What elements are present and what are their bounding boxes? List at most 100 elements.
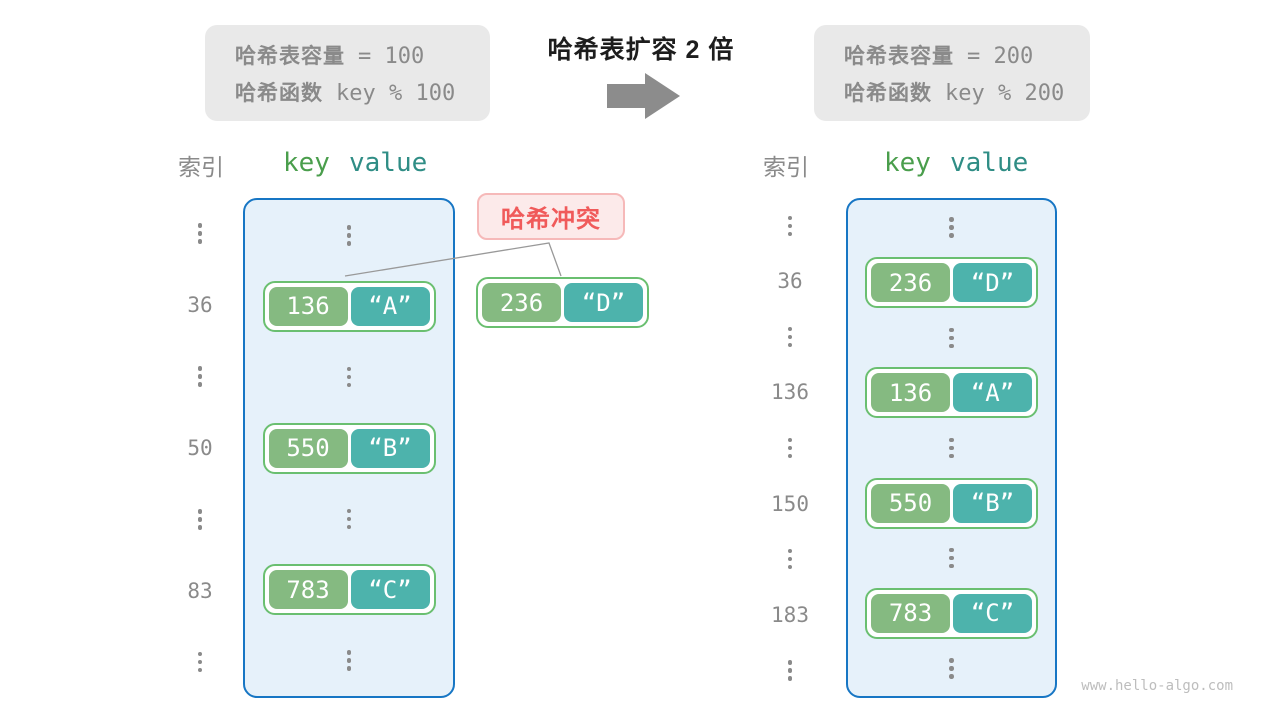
right-key-header: key xyxy=(884,148,931,178)
ellipsis-dots-icon xyxy=(949,217,954,238)
bucket-slot xyxy=(848,310,1055,365)
key-box: 783 xyxy=(268,570,348,610)
bucket-slot xyxy=(848,200,1055,255)
key-value-pair: 550“B” xyxy=(262,422,436,474)
index-slot xyxy=(760,531,820,587)
bucket-slot xyxy=(245,625,453,696)
bucket-slot: 550“B” xyxy=(245,413,453,484)
index-slot: 150 xyxy=(760,476,820,532)
bucket-slot xyxy=(848,420,1055,475)
ellipsis-dots-icon xyxy=(197,223,203,244)
ellipsis-dots-icon xyxy=(787,215,793,237)
left-index-header: 索引 xyxy=(178,154,224,180)
ellipsis-dots-icon xyxy=(346,225,352,246)
index-label: 50 xyxy=(187,435,213,460)
right-value-header: value xyxy=(950,148,1029,178)
ellipsis-dots-icon xyxy=(346,366,352,388)
hash-function-value: key % 200 xyxy=(945,80,1065,106)
capacity-label: 哈希表容量 xyxy=(844,44,954,68)
ellipsis-dots-icon xyxy=(787,326,793,348)
left-table: 136“A” 550“B” 783“C” xyxy=(243,198,455,698)
key-box: 550 xyxy=(268,428,348,468)
hash-collision-label: 哈希冲突 xyxy=(477,193,625,240)
bucket-slot xyxy=(245,483,453,554)
capacity-value: = 100 xyxy=(358,43,425,69)
index-slot: 50 xyxy=(170,412,230,483)
bucket-slot: 783“C” xyxy=(848,586,1055,641)
ellipsis-dots-icon xyxy=(949,658,954,679)
right-index-header: 索引 xyxy=(763,154,809,180)
info-box-new-capacity: 哈希表容量 = 200 哈希函数 key % 200 xyxy=(814,25,1090,121)
ellipsis-dots-icon xyxy=(949,547,954,569)
left-index-column: 36 50 83 xyxy=(170,198,230,698)
key-box: 136 xyxy=(268,286,348,326)
key-value-pair: 236“D” xyxy=(865,257,1038,309)
watermark: www.hello-algo.com xyxy=(1081,678,1233,694)
value-box: “B” xyxy=(350,428,430,468)
value-box: “A” xyxy=(350,286,430,326)
value-box: “D” xyxy=(564,283,643,322)
hash-function-label: 哈希函数 xyxy=(844,81,932,105)
index-label: 183 xyxy=(771,602,809,627)
hash-function-label: 哈希函数 xyxy=(235,81,323,105)
index-slot xyxy=(760,420,820,476)
capacity-label: 哈希表容量 xyxy=(235,44,345,68)
bucket-slot: 550“B” xyxy=(848,476,1055,531)
value-box: “A” xyxy=(953,373,1032,413)
bucket-slot: 236“D” xyxy=(848,255,1055,310)
index-label: 83 xyxy=(187,578,213,603)
capacity-line: 哈希表容量 = 200 xyxy=(844,40,1090,70)
left-key-header: key xyxy=(283,148,330,178)
bucket-slot xyxy=(245,342,453,413)
key-value-pair: 236“D” xyxy=(476,277,649,328)
index-slot: 183 xyxy=(760,587,820,643)
right-arrow-head-icon xyxy=(645,73,680,119)
right-table: 236“D” 136“A” 550“B” 783“C” xyxy=(846,198,1057,698)
index-slot: 36 xyxy=(170,269,230,340)
bucket-slot: 783“C” xyxy=(245,554,453,625)
ellipsis-dots-icon xyxy=(787,660,793,681)
index-label: 36 xyxy=(187,293,213,318)
value-box: “C” xyxy=(350,570,430,610)
index-slot xyxy=(170,341,230,412)
capacity-line: 哈希表容量 = 100 xyxy=(235,40,490,70)
index-slot xyxy=(760,198,820,254)
key-box: 550 xyxy=(871,483,950,523)
key-box: 783 xyxy=(871,593,950,633)
index-slot xyxy=(760,309,820,365)
key-value-pair: 783“C” xyxy=(865,587,1038,639)
ellipsis-dots-icon xyxy=(197,651,203,673)
right-arrow-icon xyxy=(607,84,647,108)
index-slot xyxy=(170,627,230,698)
ellipsis-dots-icon xyxy=(949,327,954,349)
ellipsis-dots-icon xyxy=(346,650,352,671)
key-value-pair: 136“A” xyxy=(865,367,1038,419)
index-slot: 83 xyxy=(170,555,230,626)
transition-title: 哈希表扩容 2 倍 xyxy=(547,36,735,64)
value-box: “D” xyxy=(953,263,1032,303)
key-box: 136 xyxy=(871,373,950,413)
left-value-header: value xyxy=(349,148,428,178)
ellipsis-dots-icon xyxy=(197,366,203,387)
info-box-old-capacity: 哈希表容量 = 100 哈希函数 key % 100 xyxy=(205,25,490,121)
index-label: 150 xyxy=(771,491,809,516)
index-slot: 36 xyxy=(760,254,820,310)
hash-function-value: key % 100 xyxy=(336,80,456,106)
bucket-slot: 136“A” xyxy=(245,271,453,342)
key-value-pair: 550“B” xyxy=(865,477,1038,529)
key-box: 236 xyxy=(871,263,950,303)
ellipsis-dots-icon xyxy=(787,548,793,570)
hash-function-line: 哈希函数 key % 200 xyxy=(844,77,1090,107)
index-slot xyxy=(760,643,820,699)
ellipsis-dots-icon xyxy=(346,508,352,530)
key-value-pair: 136“A” xyxy=(262,280,436,332)
key-box: 236 xyxy=(482,283,561,322)
capacity-value: = 200 xyxy=(967,43,1034,69)
bucket-slot xyxy=(848,641,1055,696)
bucket-slot: 136“A” xyxy=(848,365,1055,420)
bucket-slot xyxy=(245,200,453,271)
bucket-slot xyxy=(848,531,1055,586)
ellipsis-dots-icon xyxy=(197,509,203,530)
index-slot xyxy=(170,198,230,269)
